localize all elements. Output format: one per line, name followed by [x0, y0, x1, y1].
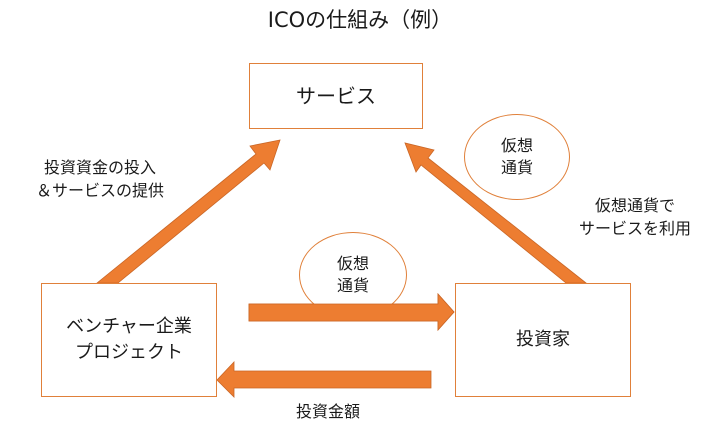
- venture-node: ベンチャー企業 プロジェクト: [41, 283, 217, 397]
- label-use-service-with-crypto: 仮想通貨で サービスを利用: [555, 194, 715, 240]
- label-right-line1: 仮想通貨で: [594, 196, 675, 215]
- investor-node-label: 投資家: [516, 328, 570, 350]
- crypto-bubble-middle-line2: 通貨: [336, 276, 369, 295]
- crypto-bubble-top-line2: 通貨: [500, 158, 533, 177]
- investor-node: 投資家: [455, 283, 631, 397]
- service-node: サービス: [249, 63, 423, 129]
- label-investment-and-service: 投資資金の投入 ＆サービスの提供: [14, 156, 186, 202]
- label-investment-amount: 投資金額: [296, 402, 361, 421]
- label-right-line2: サービスを利用: [578, 219, 691, 239]
- label-left-line1: 投資資金の投入: [43, 158, 156, 177]
- arrow-investor-to-venture: [216, 360, 432, 398]
- label-left-line2: ＆サービスの提供: [35, 181, 164, 201]
- crypto-bubble-top: 仮想 通貨: [464, 114, 570, 200]
- crypto-bubble-top-line1: 仮想: [500, 135, 533, 155]
- diagram-title: ICOの仕組み（例）: [267, 8, 453, 32]
- venture-node-label-line1: ベンチャー企業: [66, 315, 192, 337]
- venture-node-label-line2: プロジェクト: [74, 342, 183, 363]
- service-node-label: サービス: [296, 83, 376, 108]
- crypto-bubble-middle-line1: 仮想: [336, 253, 369, 273]
- crypto-bubble-middle: 仮想 通貨: [299, 232, 407, 318]
